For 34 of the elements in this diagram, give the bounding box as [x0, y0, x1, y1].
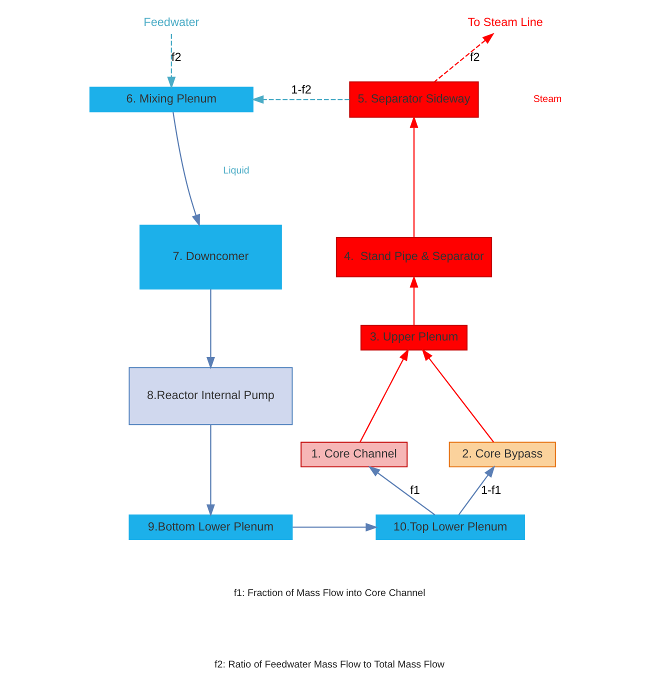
arrow — [410, 116, 418, 238]
node-box: 10.Top Lower Plenum — [376, 514, 525, 540]
arrow — [434, 32, 494, 82]
node-box: 9.Bottom Lower Plenum — [128, 514, 293, 540]
label: f1: Fraction of Mass Flow into Core Channel — [234, 588, 426, 599]
node-box: 2. Core Bypass — [448, 442, 556, 468]
node-box: 5. Separator Sideway — [349, 81, 479, 118]
label: Steam — [533, 94, 562, 105]
node-box: 6. Mixing Plenum — [89, 86, 254, 112]
edge-label: 1-f2 — [291, 83, 312, 96]
label: f2: Ratio of Feedwater Mass Flow to Total Mass Flow — [214, 660, 445, 671]
node-box: 3. Upper Plenum — [360, 324, 468, 350]
node-box: 1. Core Channel — [300, 442, 408, 468]
arrow — [251, 95, 350, 104]
arrow — [292, 522, 378, 532]
arrow — [360, 348, 409, 442]
node-box: 4. Stand Pipe & Separator — [336, 237, 492, 278]
edge-label: f2 — [470, 50, 480, 64]
edge-label: 1-f1 — [480, 484, 502, 497]
edge-label: f2 — [171, 50, 182, 64]
edge-label: f1 — [410, 484, 420, 497]
arrow — [368, 466, 436, 516]
arrow — [172, 112, 200, 227]
node-text: Feedwater — [144, 16, 200, 29]
label: Liquid — [223, 166, 250, 177]
arrow — [410, 275, 418, 326]
node-box: 8.Reactor Internal Pump — [128, 367, 293, 426]
arrow — [206, 424, 215, 517]
arrow — [167, 34, 176, 89]
node-text: To Steam Line — [468, 16, 543, 29]
node-box: 7. Downcomer — [140, 224, 282, 290]
arrow — [422, 348, 494, 443]
arrow — [458, 465, 496, 516]
arrow — [206, 289, 215, 370]
